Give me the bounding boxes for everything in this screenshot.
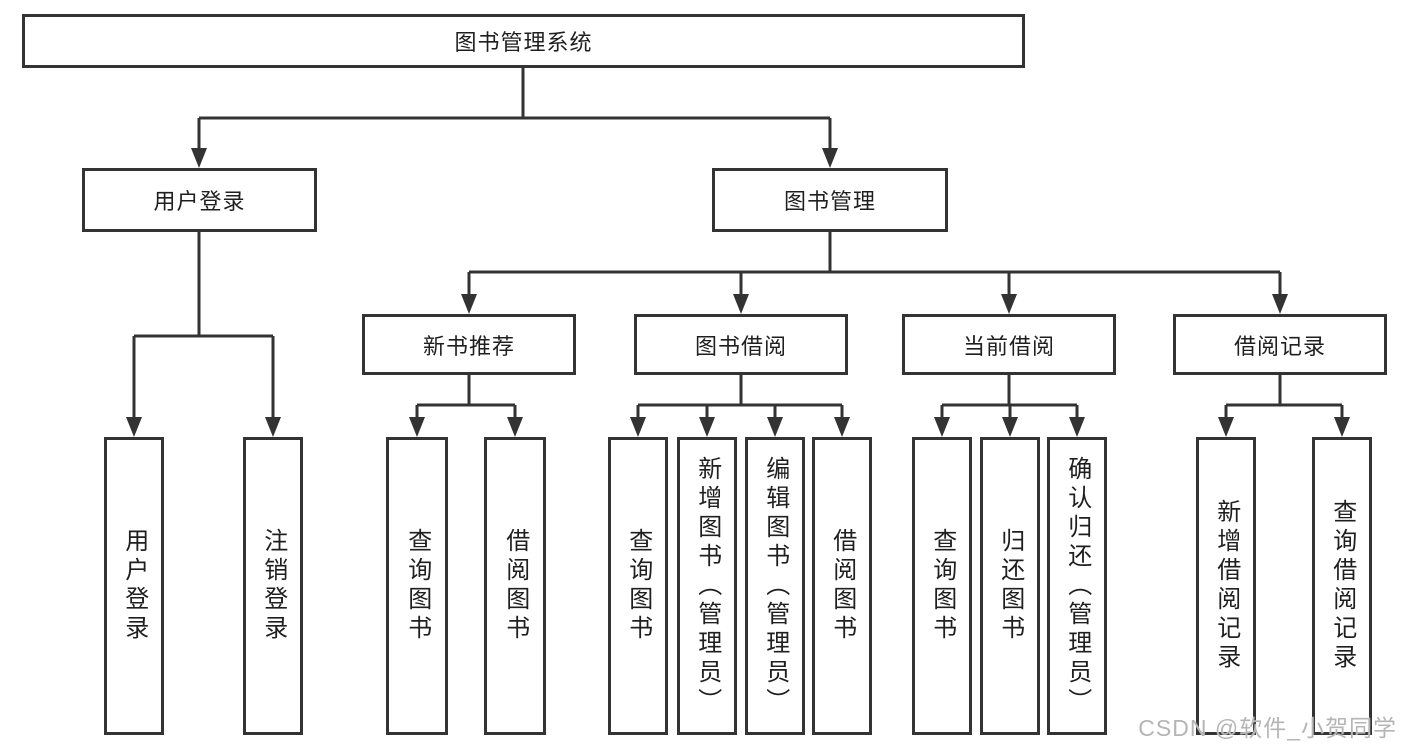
leaf-label: 新增图书（管理员） xyxy=(693,455,721,717)
node-new-book-recommend: 新书推荐 xyxy=(362,314,576,375)
leaf-query-books-recommend: 查询图书 xyxy=(386,437,448,735)
node-user-login: 用户登录 xyxy=(82,168,317,232)
leaf-label: 归还图书 xyxy=(996,528,1024,644)
leaf-add-borrow-record: 新增借阅记录 xyxy=(1196,437,1256,735)
leaf-label: 借阅图书 xyxy=(828,528,856,644)
csdn-watermark: CSDN @软件_小贺同学 xyxy=(1138,715,1397,741)
leaf-label: 查询图书 xyxy=(624,528,652,644)
node-borrow-records: 借阅记录 xyxy=(1173,314,1387,375)
leaf-label: 用户登录 xyxy=(120,528,148,644)
leaf-label: 编辑图书（管理员） xyxy=(761,455,789,717)
node-book-borrowing: 图书借阅 xyxy=(634,314,848,375)
leaf-borrow-books-recommend: 借阅图书 xyxy=(484,437,546,735)
node-current-borrowing: 当前借阅 xyxy=(902,314,1116,375)
node-root-library-system: 图书管理系统 xyxy=(22,14,1025,68)
node-book-management: 图书管理 xyxy=(712,168,948,232)
leaf-edit-books-admin: 编辑图书（管理员） xyxy=(745,437,805,735)
leaf-borrow-books-borrowing: 借阅图书 xyxy=(812,437,872,735)
leaf-query-borrow-record: 查询借阅记录 xyxy=(1312,437,1372,735)
leaf-add-books-admin: 新增图书（管理员） xyxy=(677,437,737,735)
leaf-label: 查询借阅记录 xyxy=(1328,499,1356,673)
leaf-user-login: 用户登录 xyxy=(104,437,164,735)
leaf-label: 注销登录 xyxy=(259,528,287,644)
leaf-confirm-return-admin: 确认归还（管理员） xyxy=(1047,437,1107,735)
leaf-logout: 注销登录 xyxy=(243,437,303,735)
leaf-query-books-current: 查询图书 xyxy=(912,437,972,735)
leaf-label: 查询图书 xyxy=(403,528,431,644)
leaf-label: 借阅图书 xyxy=(501,528,529,644)
leaf-query-books-borrowing: 查询图书 xyxy=(608,437,668,735)
leaf-label: 确认归还（管理员） xyxy=(1063,455,1091,717)
leaf-label: 新增借阅记录 xyxy=(1212,499,1240,673)
leaf-label: 查询图书 xyxy=(928,528,956,644)
leaf-return-books: 归还图书 xyxy=(980,437,1040,735)
